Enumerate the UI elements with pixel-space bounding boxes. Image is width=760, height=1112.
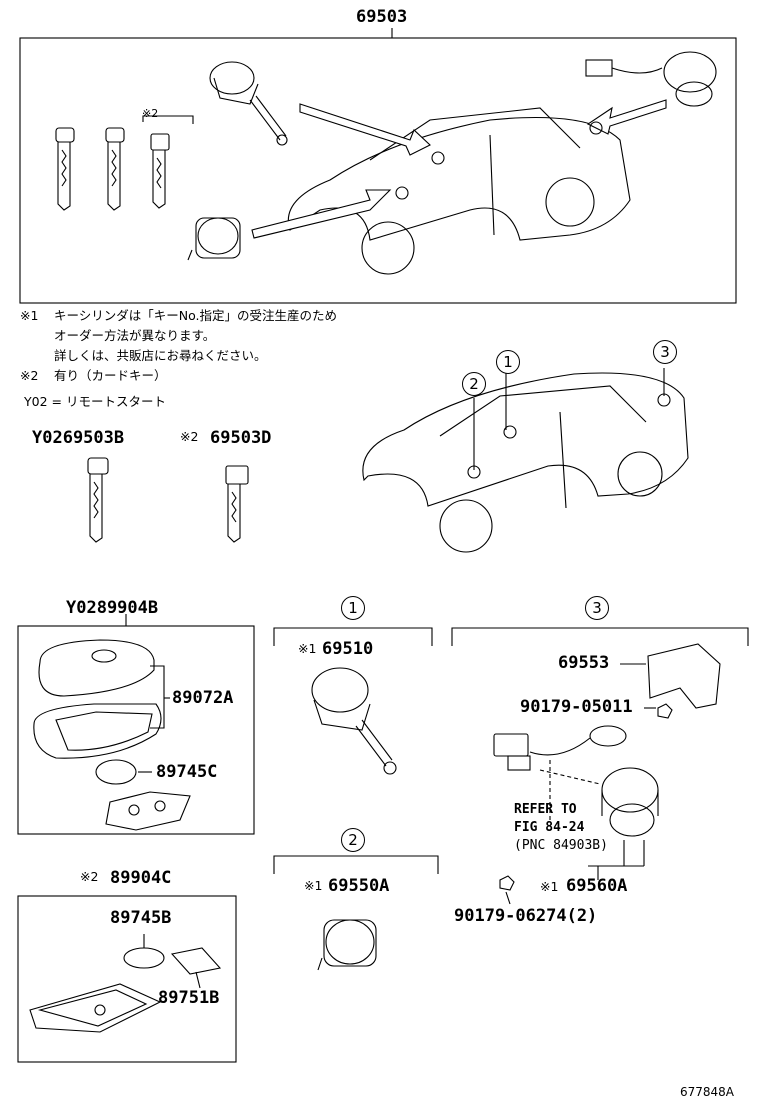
harness-connector <box>493 725 627 771</box>
callout-1-group: 1 <box>341 596 365 620</box>
car-outline-middle <box>362 368 689 553</box>
callout-3-group: 3 <box>585 596 609 620</box>
gasket <box>105 791 191 831</box>
note1-line1: キーシリンダは「キーNo.指定」の受注生産のため <box>54 308 338 323</box>
refer-to-line2[interactable]: FIG 84-24 <box>514 820 585 835</box>
part-69550a-label[interactable]: 69550A <box>328 876 390 896</box>
ignition-cylinder-top <box>187 217 241 261</box>
car-outline-top <box>287 107 631 275</box>
ignition-cylinder-69550a <box>317 919 377 971</box>
door-lock-cylinder-69510 <box>311 667 397 775</box>
note2-line1: 有り（カードキー） <box>54 368 167 383</box>
figure-id: 677848A <box>680 1085 735 1099</box>
battery-89745c <box>95 759 137 785</box>
key-y0269503b-label[interactable]: Y0269503B <box>32 428 125 448</box>
part-89745b-label[interactable]: 89745B <box>110 908 172 928</box>
top-assembly-part-number[interactable]: 69503 <box>356 7 408 27</box>
card-key-plate <box>29 983 162 1033</box>
part-69510-label[interactable]: 69510 <box>322 639 374 659</box>
battery-89745b <box>123 947 165 969</box>
bolt-90179-06274 <box>499 875 515 891</box>
note1-line3: 詳しくは、共販店にお尋ねください。 <box>54 348 267 363</box>
key-69503d-label[interactable]: 69503D <box>210 428 272 448</box>
refer-to-line3: (PNC 84903B) <box>514 838 608 853</box>
card-key-note-mark: ※2 <box>142 107 159 120</box>
callout-3-middle-car: 3 <box>653 340 677 364</box>
key-y0269503b <box>87 457 109 543</box>
mechanical-key-2 <box>105 127 125 211</box>
card-box-title[interactable]: 89904C <box>110 868 172 888</box>
transmitter-housing <box>33 639 162 759</box>
door-lock-cylinder-top <box>209 61 288 146</box>
callout-1-middle-car: 1 <box>496 350 520 374</box>
group1-mark: ※1 <box>298 641 317 656</box>
note2-mark: ※2 <box>20 368 39 383</box>
card-box-mark: ※2 <box>80 869 99 884</box>
mechanical-key-1 <box>55 127 75 211</box>
refer-to-line1: REFER TO <box>514 802 577 817</box>
key-69503d-mark: ※2 <box>180 429 199 444</box>
group3-mark: ※1 <box>540 879 559 894</box>
part-90179-05011-label[interactable]: 90179-05011 <box>520 697 633 717</box>
y02-note: Y02 = リモートスタート <box>24 394 166 409</box>
group2-mark: ※1 <box>304 878 323 893</box>
part-69553-label[interactable]: 69553 <box>558 653 610 673</box>
part-89751b-label[interactable]: 89751B <box>158 988 220 1008</box>
part-89072a-label[interactable]: 89072A <box>172 688 234 708</box>
switch-assy-top-right <box>585 51 717 107</box>
seal-89751b <box>170 947 222 975</box>
callout-2-middle-car: 2 <box>462 372 486 396</box>
bolt-90179-05011 <box>657 703 673 719</box>
transmitter-box-title[interactable]: Y0289904B <box>66 598 159 618</box>
card-emergency-key <box>150 133 170 209</box>
note1-mark: ※1 <box>20 308 39 323</box>
part-90179-06274-label[interactable]: 90179-06274(2) <box>454 906 598 926</box>
part-89745c-label[interactable]: 89745C <box>156 762 218 782</box>
switch-69560a <box>601 767 659 837</box>
part-69560a-label[interactable]: 69560A <box>566 876 628 896</box>
key-69503d <box>225 465 249 543</box>
callout-2-group: 2 <box>341 828 365 852</box>
note1-line2: オーダー方法が異なります。 <box>54 328 216 343</box>
cover-69553 <box>647 643 721 709</box>
